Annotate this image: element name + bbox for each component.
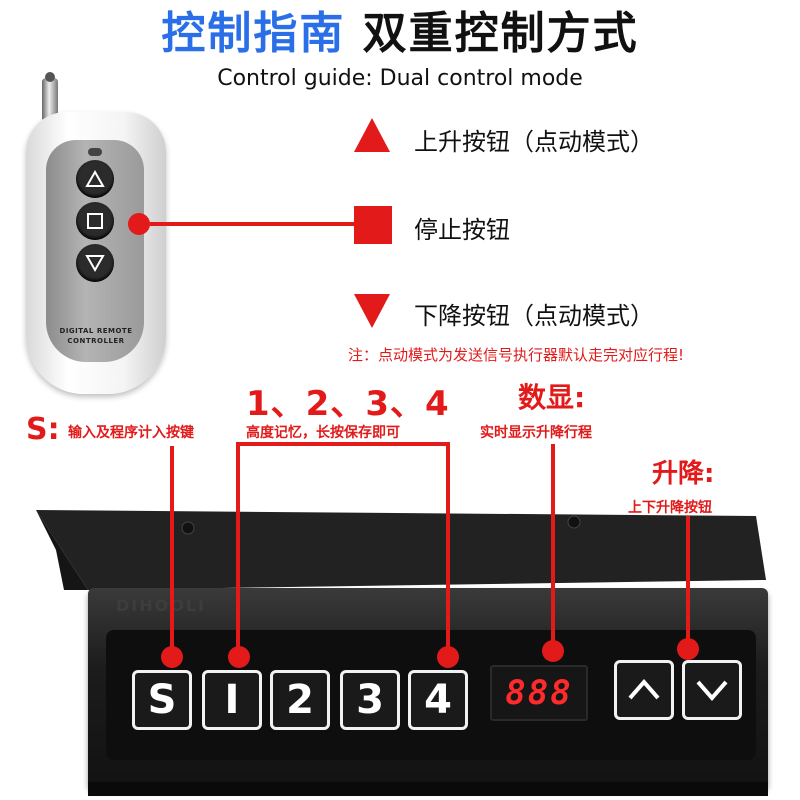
callout-dot <box>228 646 250 668</box>
controller-key-3[interactable]: 3 <box>340 670 400 730</box>
callout-dot <box>161 646 183 668</box>
display-description: 实时显示升降行程 <box>480 425 592 441</box>
controller-key-4[interactable]: 4 <box>408 670 468 730</box>
title-part-1: 控制指南 <box>161 8 346 59</box>
controller-up-button[interactable] <box>614 660 674 720</box>
callout-dot <box>128 213 150 235</box>
page-subtitle: Control guide: Dual control mode <box>217 66 583 91</box>
callout-line <box>236 442 450 446</box>
height-display: 888 <box>490 665 588 721</box>
chevron-down-icon <box>696 680 728 702</box>
remote-label-line-2: CONTROLLER <box>67 337 125 345</box>
controller-bottom-edge <box>88 782 768 796</box>
callout-line <box>686 516 690 646</box>
updown-label: 升降: <box>652 459 715 489</box>
s-key-description: 输入及程序计入按键 <box>68 425 194 441</box>
guide-stop-label: 停止按钮 <box>414 216 510 244</box>
antenna-icon <box>42 72 58 120</box>
controller-top-surface <box>36 510 766 590</box>
updown-description: 上下升降按钮 <box>628 500 712 516</box>
remote-label: DIGITAL REMOTE CONTROLLER <box>56 326 136 346</box>
stop-square-icon <box>87 213 103 229</box>
title-part-2: 双重控制方式 <box>362 8 639 59</box>
up-triangle-icon <box>354 118 390 152</box>
up-triangle-icon <box>85 169 105 187</box>
down-triangle-icon <box>85 255 105 273</box>
guide-down-label: 下降按钮（点动模式） <box>414 302 654 330</box>
remote-stop-button[interactable] <box>76 202 114 240</box>
stop-square-icon <box>354 206 392 244</box>
controller-down-button[interactable] <box>682 660 742 720</box>
guide-up-label: 上升按钮（点动模式） <box>414 128 654 156</box>
callout-dot <box>542 640 564 662</box>
chevron-up-icon <box>628 678 660 700</box>
controller-key-2[interactable]: 2 <box>270 670 330 730</box>
controller-key-i[interactable]: I <box>202 670 262 730</box>
remote-down-button[interactable] <box>76 244 114 282</box>
display-label: 数显: <box>518 381 586 414</box>
callout-line <box>446 442 450 658</box>
memory-keys-description: 高度记忆，长按保存即可 <box>246 425 400 441</box>
s-key-label: S: <box>26 412 60 447</box>
remote-up-button[interactable] <box>76 160 114 198</box>
callout-line <box>140 222 354 226</box>
callout-line <box>170 446 174 658</box>
guide-note: 注：点动模式为发送信号执行器默认走完对应行程! <box>348 346 685 364</box>
controller-key-s[interactable]: S <box>132 670 192 730</box>
callout-line <box>236 442 240 658</box>
callout-dot <box>437 646 459 668</box>
page-title: 控制指南 双重控制方式 <box>0 6 800 62</box>
remote-label-line-1: DIGITAL REMOTE <box>59 327 133 335</box>
remote-led-icon <box>88 148 102 156</box>
callout-line <box>551 444 555 648</box>
callout-dot <box>677 638 699 660</box>
controller-brand: DIHOOLI <box>116 596 206 615</box>
down-triangle-icon <box>354 294 390 328</box>
memory-keys-label: 1、2、3、4 <box>246 384 450 424</box>
